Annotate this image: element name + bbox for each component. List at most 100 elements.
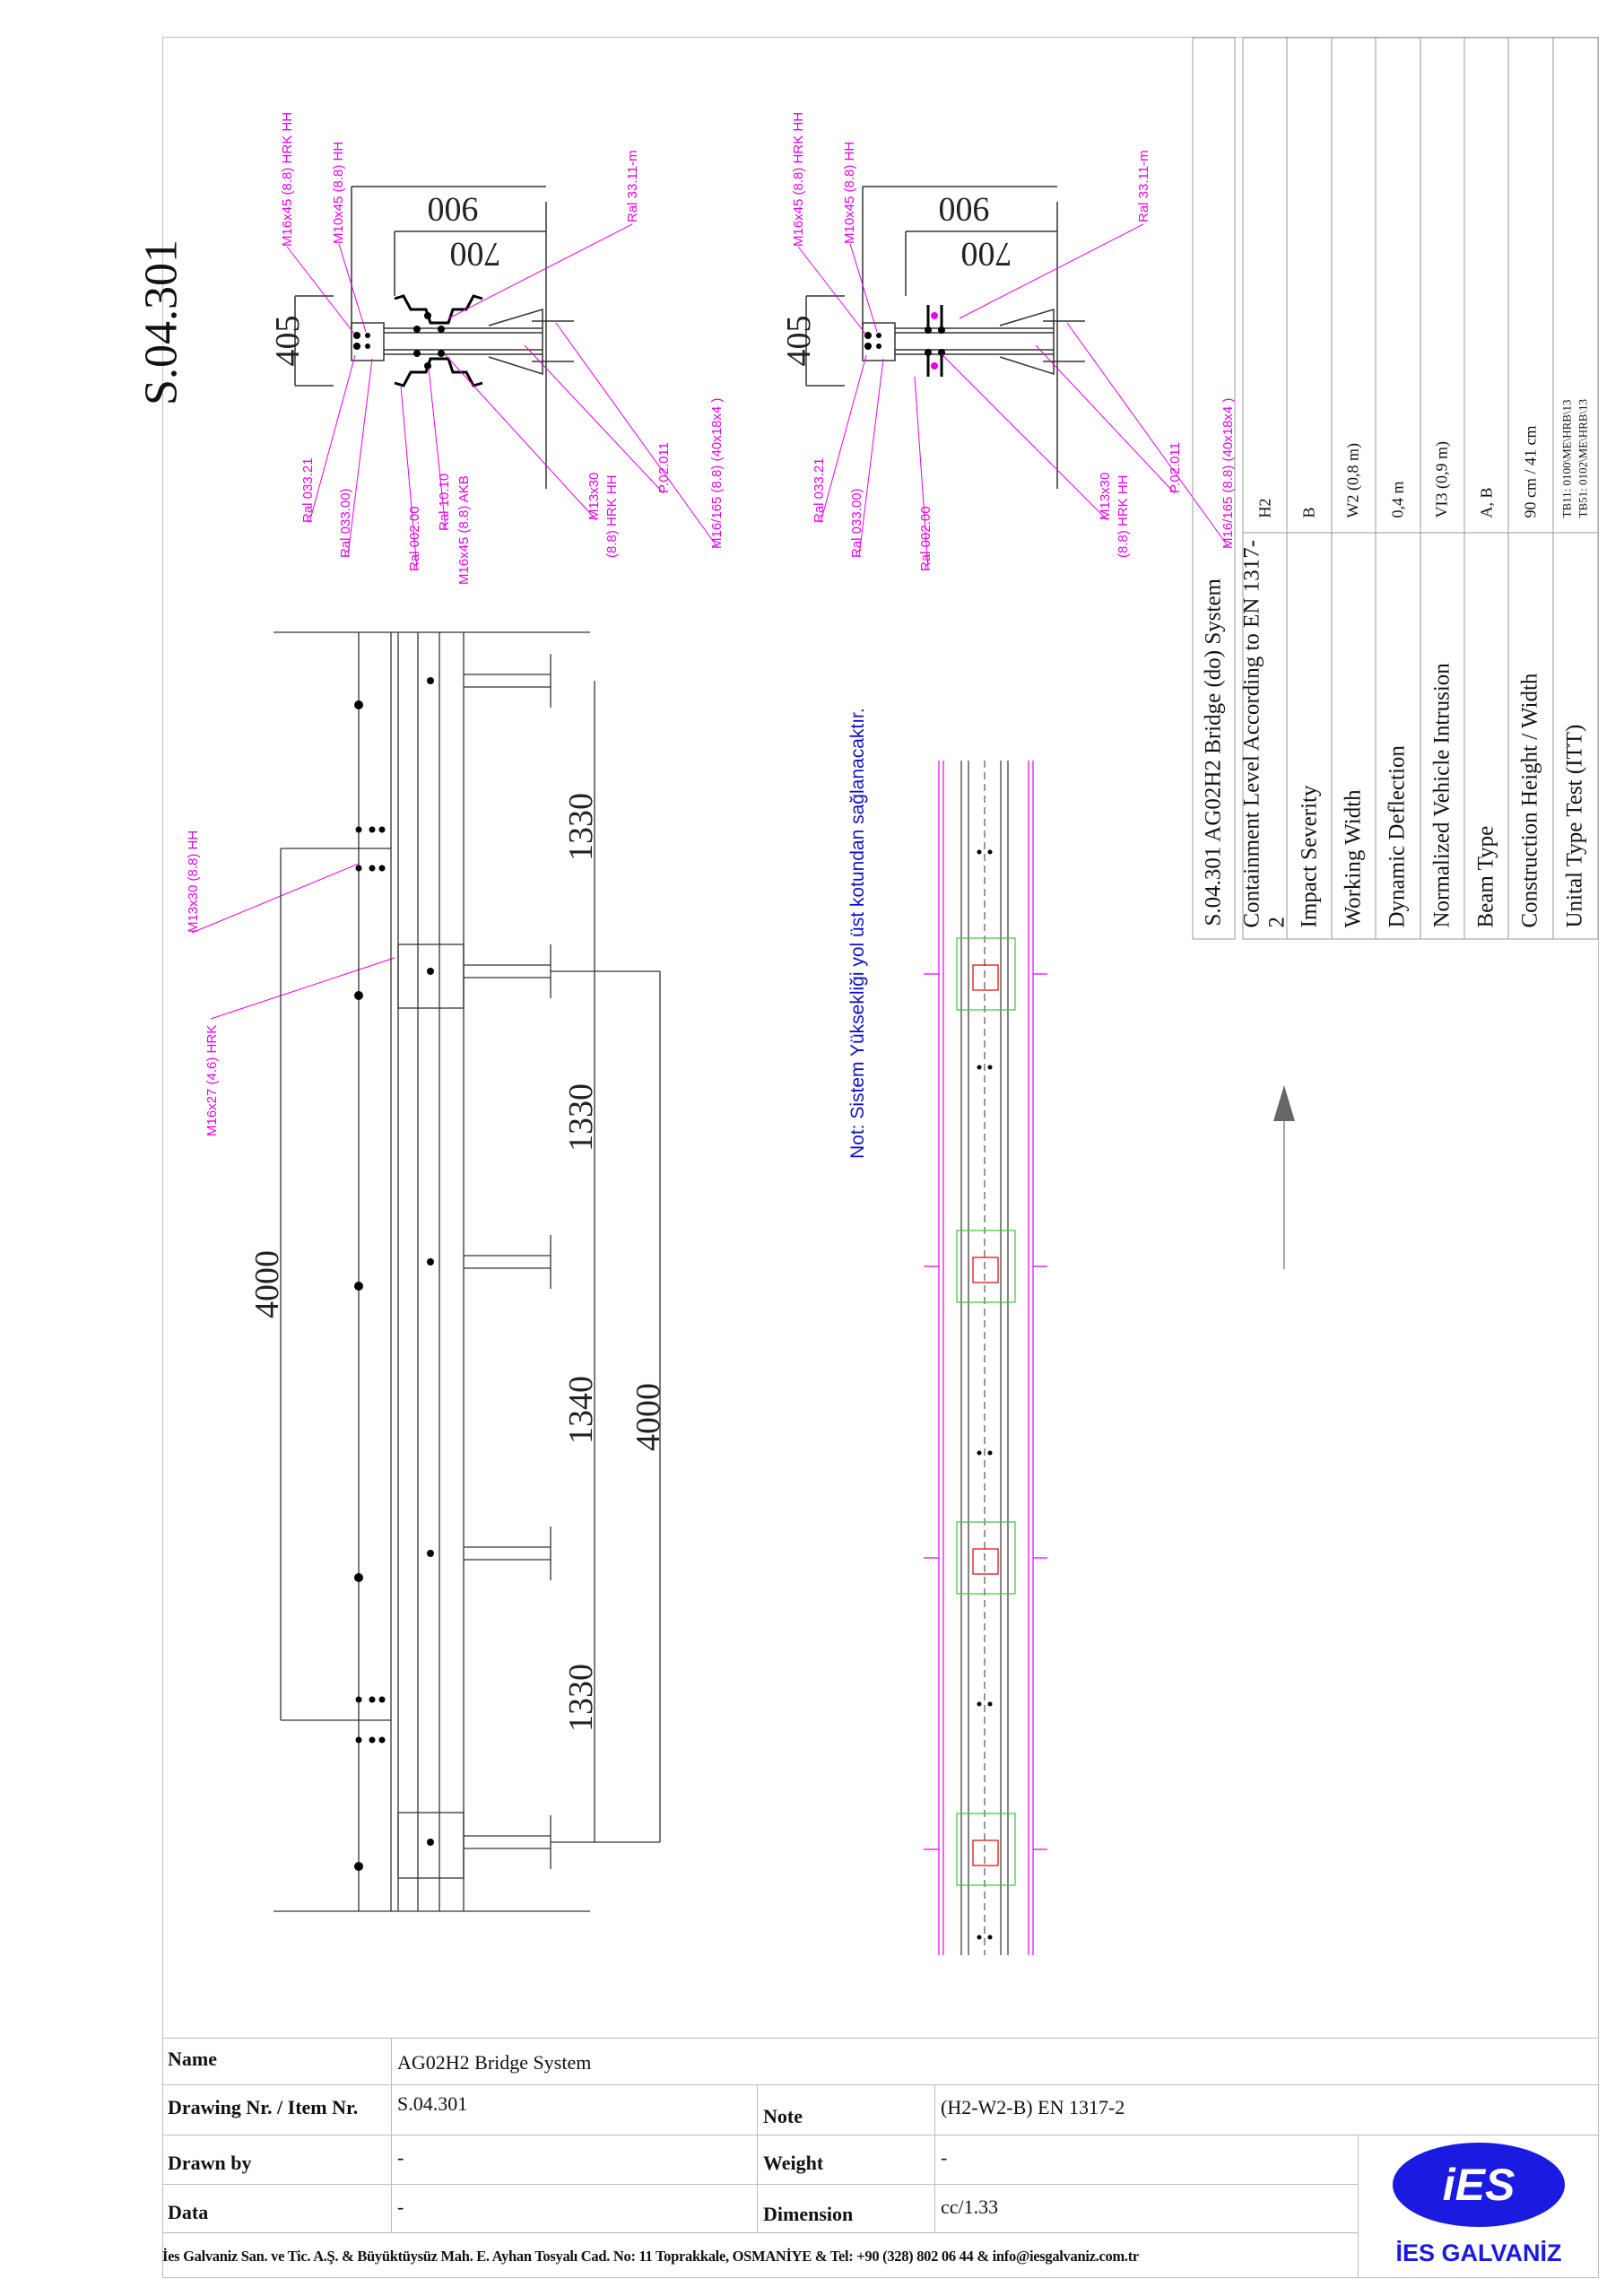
splice-plate [397, 944, 465, 1009]
post-base [956, 1813, 1016, 1886]
total-length-left: 4000 [248, 1250, 286, 1318]
bolt [987, 1065, 993, 1070]
label-m16-165: M16/165 (8.8) (40x18x4 ) [1220, 398, 1236, 549]
spacing-2: 1330 [562, 1083, 600, 1152]
bolt [427, 1550, 434, 1557]
post-anchor [972, 964, 999, 991]
total-length-right: 4000 [630, 1383, 667, 1451]
bolt [987, 1450, 993, 1456]
label-m13x30: M13x30 [586, 473, 602, 520]
spec-label: Dynamic Deflection [1376, 532, 1420, 939]
spec-value: B [1299, 507, 1318, 518]
label-p02011: P.02.011 [656, 442, 672, 493]
beam-upper [394, 294, 483, 325]
dimension-4000-left [280, 848, 391, 1721]
bolt [369, 865, 376, 872]
dimension-lines [351, 186, 547, 489]
bolt [354, 991, 363, 1000]
spec-value: 0,4 m [1388, 481, 1407, 518]
label-m16-165: M16/165 (8.8) (40x18x4 ) [709, 398, 725, 549]
plan-view [274, 631, 661, 1912]
bolt [427, 1839, 434, 1846]
post-plan [354, 1235, 551, 1291]
dim-900: 900 [428, 190, 479, 228]
weight-label: Weight [757, 2135, 934, 2184]
bolt [977, 1701, 982, 1707]
spec-value: H2 [1255, 498, 1274, 518]
drawn-by-value: - [391, 2135, 757, 2184]
bolt [987, 849, 993, 855]
bolt [354, 1573, 363, 1582]
bolt [354, 1282, 363, 1291]
drawn-by-label: Drawn by [162, 2135, 391, 2184]
section-a-labels: 900 700 405 M16x45 (8.8) HRK HH M10x45 (… [269, 112, 725, 585]
note-label: Note [757, 2084, 934, 2135]
bolt [355, 826, 362, 833]
bolt [977, 849, 982, 855]
label-ral-00200: Ral 002.00 [407, 506, 422, 571]
drawing-nr-value: S.04.301 [391, 2084, 757, 2135]
spacing-3: 1340 [562, 1376, 600, 1444]
bolt [355, 1736, 362, 1744]
label-ral-03321: Ral 033.21 [812, 457, 827, 523]
label-m13x30-hh: M13x30 (8.8) HH [186, 831, 201, 933]
spec-label: Beam Type [1464, 532, 1508, 939]
label-m16x27-hrk: M16x27 (4.6) HRK [204, 1025, 220, 1136]
section-view-b [805, 186, 1085, 489]
post-plan [354, 1815, 551, 1871]
spec-row: Construction Height / Width 90 cm / 41 cm [1508, 38, 1554, 939]
bolt [427, 1258, 434, 1265]
bolt [977, 1065, 982, 1070]
spec-row: Beam Type A, B [1464, 38, 1509, 939]
post-arm [464, 1235, 551, 1289]
spec-value: TB51: 0102\ME\HRB\13 [1576, 398, 1590, 518]
spec-value: W2 (0,8 m) [1343, 443, 1362, 518]
post-elevation [924, 1230, 1047, 1303]
spec-value: 90 cm / 41 cm [1521, 425, 1540, 518]
elevation-strip [924, 761, 1047, 1955]
weight-value: - [934, 2135, 1358, 2184]
company-logo: iES İES GALVANİZ [1358, 2135, 1599, 2278]
spec-value: VI3 (0,9 m) [1432, 441, 1451, 518]
drawing-frame [162, 37, 1599, 2278]
bolt [378, 1736, 386, 1744]
label-ral-03300: Ral 033.00) [849, 488, 864, 558]
dim-700: 700 [961, 235, 1012, 273]
spec-label: Construction Height / Width [1508, 532, 1553, 939]
spacing-4: 1330 [562, 1664, 600, 1732]
company-address: İes Galvaniz San. ve Tic. A.Ş. & Büyüktü… [162, 2232, 1358, 2279]
leader-lines [191, 223, 1229, 1020]
spec-label: Normalized Vehicle Intrusion [1420, 532, 1464, 939]
post-arm [464, 1815, 551, 1869]
dim-900: 900 [939, 190, 990, 228]
spec-table-title: S.04.301 AG02H2 Bridge (do) System [1192, 37, 1236, 940]
post-plan [354, 654, 551, 709]
post-base [956, 1230, 1016, 1303]
logo-text: İES GALVANİZ [1395, 2239, 1561, 2266]
spec-row: Dynamic Deflection 0,4 m [1376, 38, 1420, 939]
beam-lower [394, 357, 483, 387]
bolt [355, 1696, 362, 1703]
post-elevation [924, 1813, 1047, 1886]
dimension-lines-right [551, 681, 661, 1843]
direction-arrow [1273, 1085, 1295, 1269]
splice-plate [397, 1812, 465, 1879]
bolt [369, 1696, 376, 1703]
post-plan [354, 944, 551, 1000]
bolt [354, 1862, 363, 1871]
spec-value: A, B [1477, 487, 1496, 518]
bolt [977, 1450, 982, 1456]
spec-row: Normalized Vehicle Intrusion VI3 (0,9 m) [1420, 38, 1465, 939]
bolt [987, 1701, 993, 1707]
post-anchor [972, 1548, 999, 1575]
base-plate-gusset [488, 308, 543, 376]
bolt [378, 826, 386, 833]
spec-value: TB11: 0100\ME\HRB\13 [1559, 399, 1574, 518]
section-b-labels: 900 700 405 M16x45 (8.8) HRK HH M10x45 (… [780, 112, 1236, 571]
label-ral-03321: Ral 033.21 [300, 457, 316, 523]
bolt [427, 968, 434, 975]
post-arm [464, 1526, 551, 1580]
label-m10x45: M10x45 (8.8) HH [331, 142, 346, 244]
